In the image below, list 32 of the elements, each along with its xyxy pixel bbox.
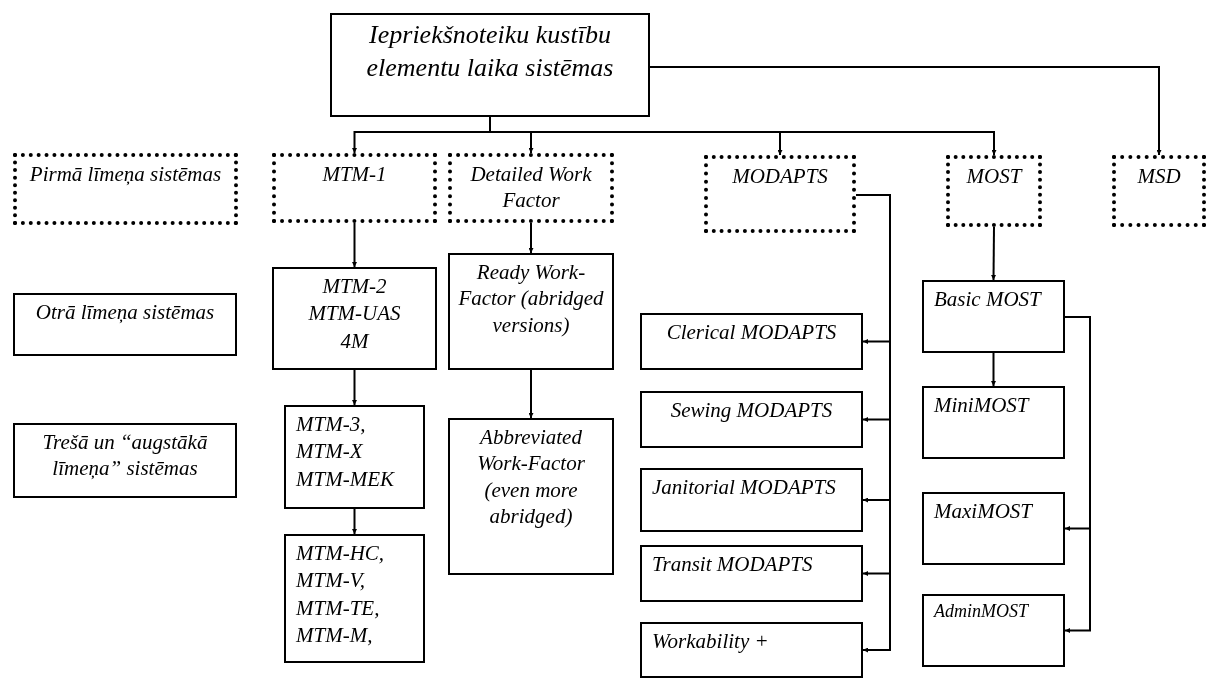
system-box: Detailed Work Factor bbox=[448, 153, 614, 223]
system-box: Transit MODAPTS bbox=[640, 545, 863, 602]
arrow bbox=[352, 222, 357, 268]
arrow bbox=[528, 369, 534, 419]
system-box: MOST bbox=[946, 155, 1042, 227]
system-box: MiniMOST bbox=[922, 386, 1065, 459]
arrow bbox=[991, 226, 997, 281]
system-box: MTM-1 bbox=[272, 153, 437, 223]
arrow bbox=[352, 369, 357, 406]
arrow bbox=[1064, 316, 1091, 633]
arrow bbox=[352, 508, 357, 535]
system-box: Janitorial MODAPTS bbox=[640, 468, 863, 532]
system-box: MSD bbox=[1112, 155, 1206, 227]
system-box: Workability + bbox=[640, 622, 863, 678]
system-box: Clerical MODAPTS bbox=[640, 313, 863, 370]
system-box: Basic MOST bbox=[922, 280, 1065, 353]
system-box: MTM-3, MTM-X MTM-MEK bbox=[284, 405, 425, 509]
system-box: MODAPTS bbox=[704, 155, 856, 233]
system-box: MaxiMOST bbox=[922, 492, 1065, 565]
system-box: AdminMOST bbox=[922, 594, 1065, 667]
arrow bbox=[528, 222, 534, 254]
level-label-box: Trešā un “augstākā līmeņa” sistēmas bbox=[13, 423, 237, 498]
arrow bbox=[991, 352, 996, 387]
system-box: Ready Work-Factor (abridged versions) bbox=[448, 253, 614, 370]
level-label-box: Pirmā līmeņa sistēmas bbox=[13, 153, 238, 225]
system-box: Abbreviated Work-Factor (even more abridged) bbox=[448, 418, 614, 575]
system-box: MTM-2 MTM-UAS 4M bbox=[272, 267, 437, 370]
arrow bbox=[649, 66, 1162, 156]
level-label-box: Otrā līmeņa sistēmas bbox=[13, 293, 237, 356]
system-box: Sewing MODAPTS bbox=[640, 391, 863, 448]
category-box: Iepriekšnoteiku kustību elementu laika sistēmas bbox=[330, 13, 650, 117]
system-box: MTM-HC, MTM-V, MTM-TE, MTM-M, bbox=[284, 534, 425, 663]
